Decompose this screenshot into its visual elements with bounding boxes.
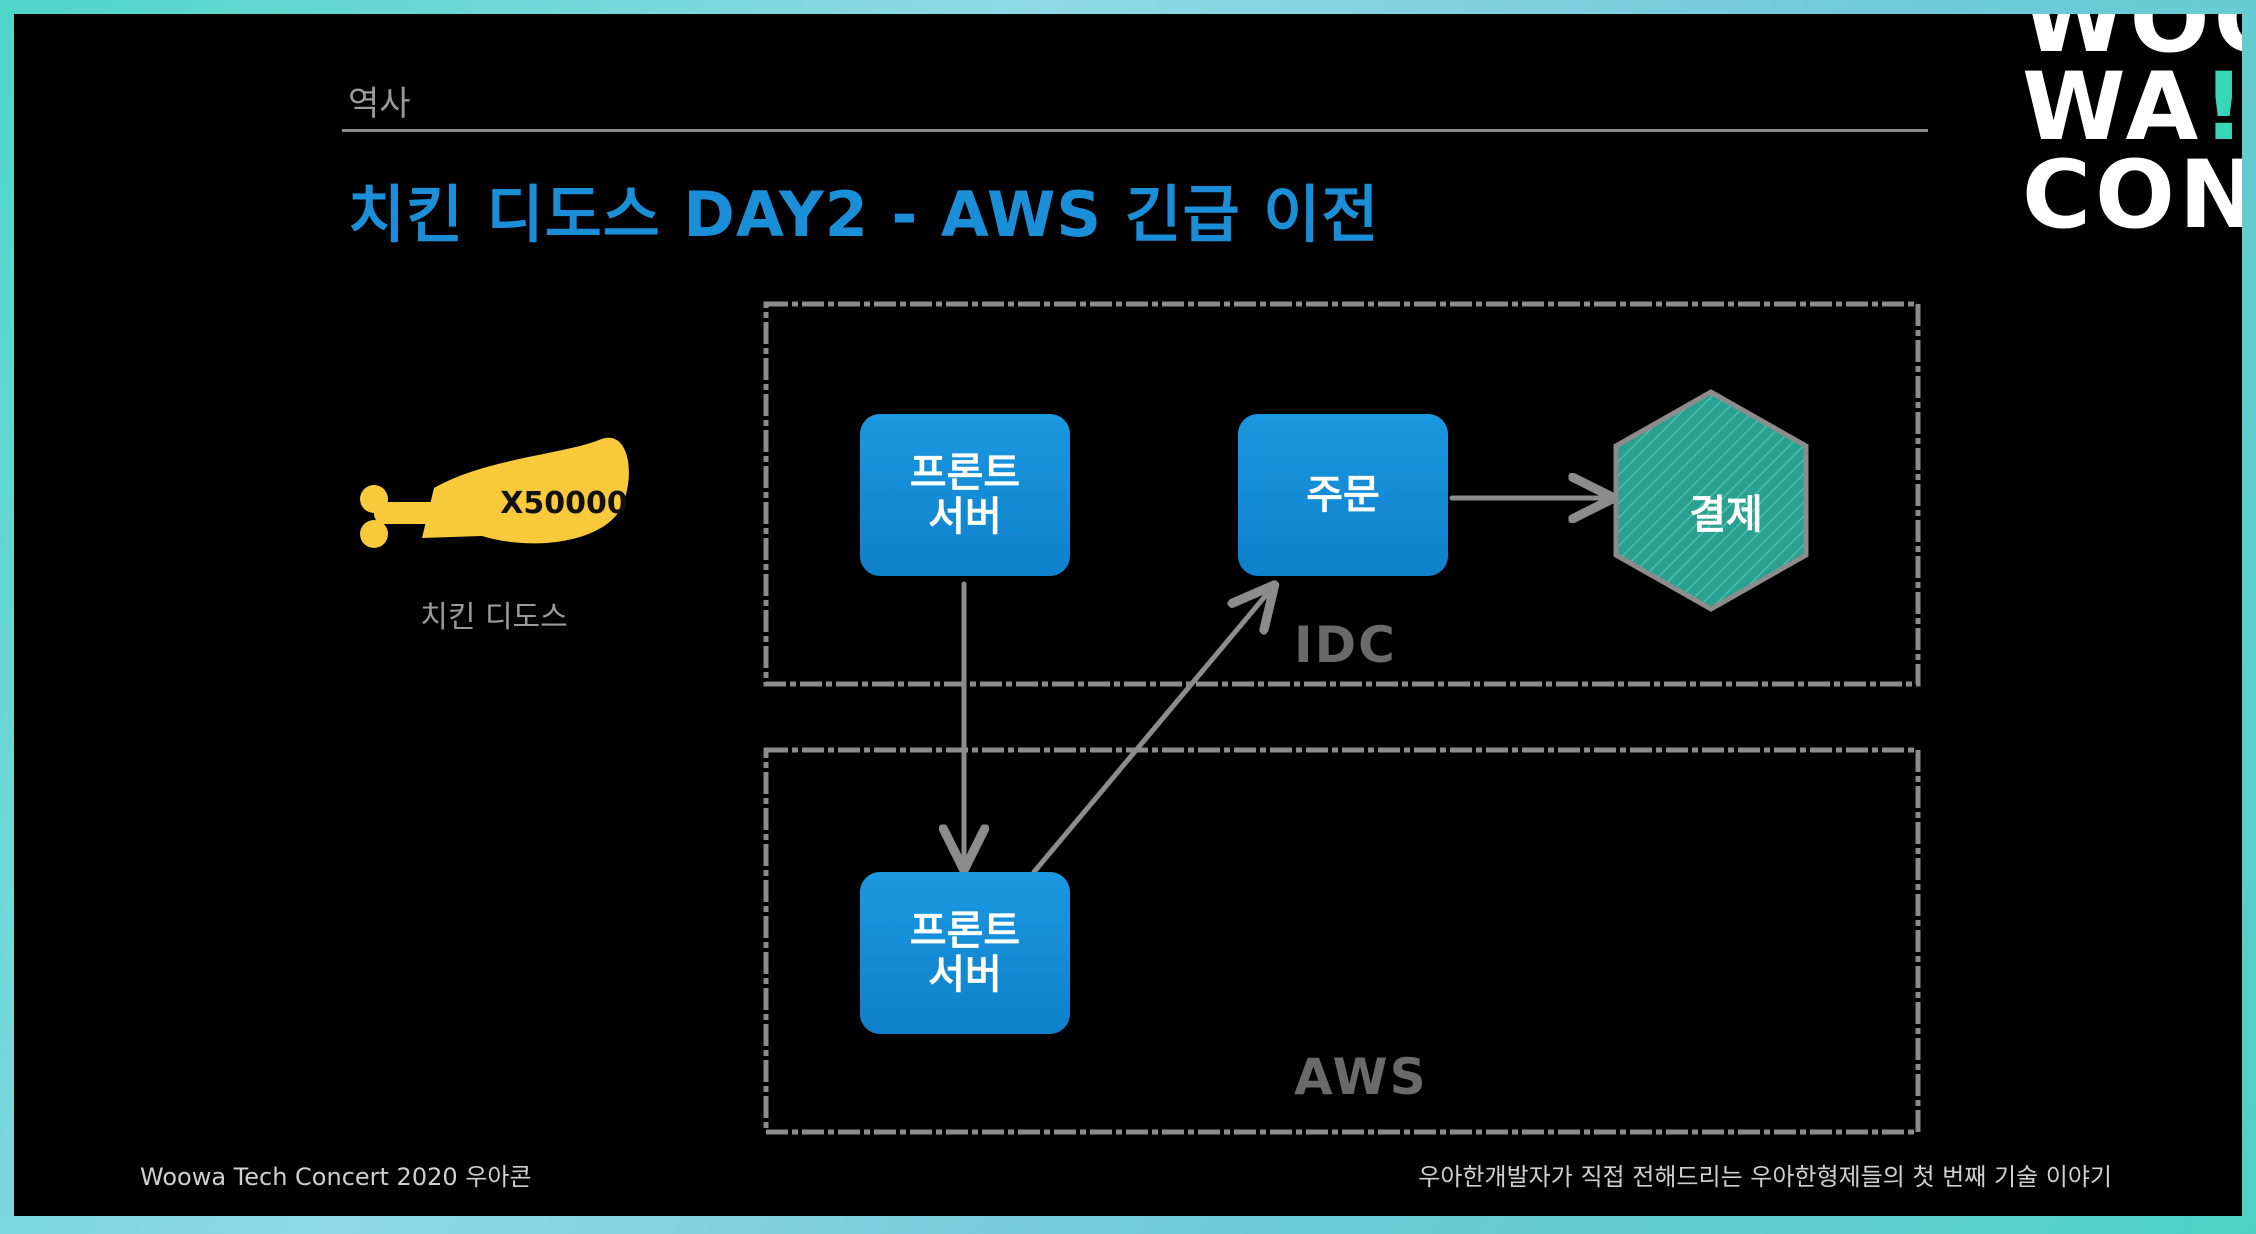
aws-region-label: AWS <box>1294 1048 1428 1106</box>
logo-line-3: CON <box>2022 141 2242 250</box>
woowacon-logo: WOO WA! CON <box>2022 14 2242 250</box>
slide-title: 치킨 디도스 DAY2 - AWS 긴급 이전 <box>348 178 1380 251</box>
idc-front-server-label: 프론트 서버 <box>909 450 1021 540</box>
drumstick-count: X50000 <box>500 486 628 521</box>
aws-region-box <box>763 747 1921 1135</box>
idc-region-label: IDC <box>1294 616 1397 674</box>
order-label: 주문 <box>1306 472 1380 518</box>
architecture-diagram <box>360 301 1921 1135</box>
payment-label: 결제 <box>1689 492 1763 538</box>
aws-front-server-label: 프론트 서버 <box>909 908 1021 998</box>
logo-wa: WA <box>2022 53 2203 162</box>
drumstick-caption: 치킨 디도스 <box>420 600 568 635</box>
logo-line-1: WOO <box>2022 14 2242 74</box>
arrow-aws-front-to-order <box>1031 588 1272 875</box>
logo-bang: ! <box>2202 53 2242 162</box>
order-node: 주문 <box>1238 414 1448 576</box>
logo-line-2: WA! <box>2022 61 2242 155</box>
aws-front-server-node: 프론트 서버 <box>860 872 1070 1034</box>
footer-event-name: Woowa Tech Concert 2020 우아콘 <box>140 1163 532 1191</box>
payment-hexagon <box>1613 389 1809 612</box>
footer-tagline: 우아한개발자가 직접 전해드리는 우아한형제들의 첫 번째 기술 이야기 <box>1418 1163 2112 1191</box>
drumstick-icon <box>360 437 629 548</box>
idc-front-server-node: 프론트 서버 <box>860 414 1070 576</box>
idc-region-box <box>763 301 1921 687</box>
section-label: 역사 <box>348 84 411 124</box>
title-divider <box>342 129 1928 132</box>
slide: 역사 치킨 디도스 DAY2 - AWS 긴급 이전 WOO WA! CON <box>14 14 2242 1216</box>
